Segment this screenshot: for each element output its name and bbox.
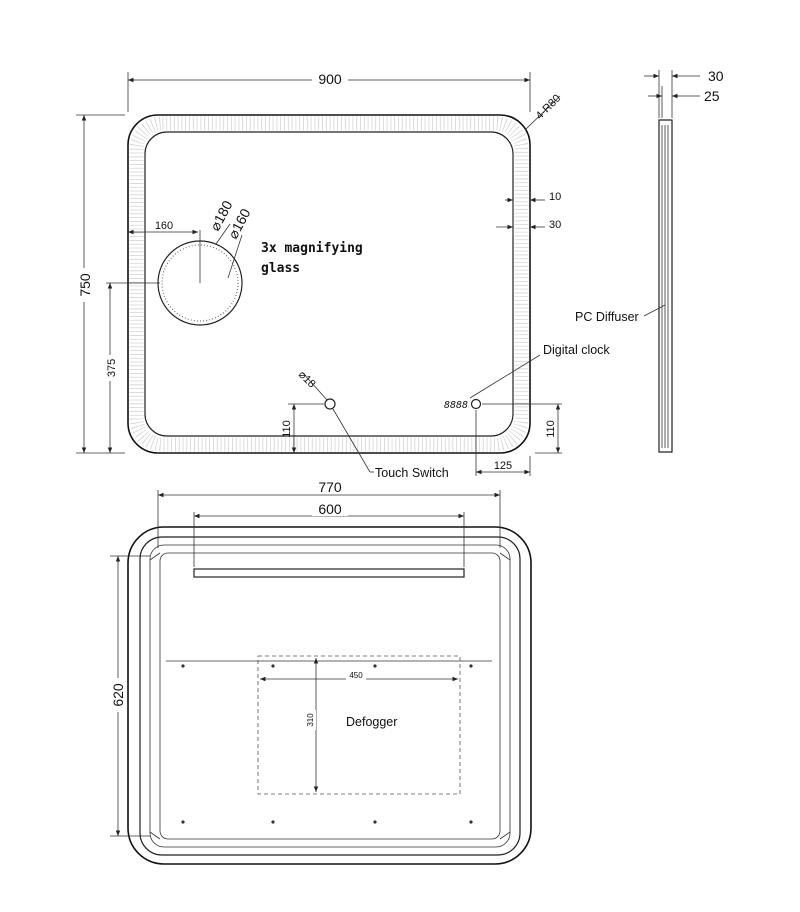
height-dimension: 750 — [77, 273, 93, 297]
side-depth-total: 30 — [708, 68, 724, 84]
led-strip — [193, 568, 465, 578]
touch-switch-icon — [324, 398, 336, 410]
border-inner-dimension: 30 — [549, 219, 561, 231]
back-height-dimension: 620 — [110, 683, 126, 707]
border-outer-dimension: 10 — [549, 191, 561, 203]
defogger-width-dimension: 450 — [349, 671, 363, 680]
mirror-inner-edge — [144, 131, 514, 437]
back-panel-edge-3 — [159, 552, 501, 840]
front-view: 900 750 4-R80 10 30 160 ⌀180 ⌀160 3x mag… — [74, 70, 610, 480]
magnifier-label-line2: glass — [261, 261, 300, 276]
clock-height-dimension: 110 — [545, 420, 557, 438]
magnifier-label-line1: 3x magnifying — [261, 241, 363, 256]
side-depth-body: 25 — [704, 88, 720, 104]
clock-sensor-icon — [470, 398, 482, 410]
defogger-height-dimension: 310 — [306, 713, 315, 727]
back-view: 770 600 620 450 310 Defogger — [108, 478, 532, 865]
back-panel-edge-1 — [139, 536, 521, 856]
magnifier-inner-circle — [161, 244, 239, 322]
width-dimension: 900 — [318, 71, 342, 87]
defogger-pad — [257, 655, 461, 795]
mount-point — [373, 664, 377, 668]
magnifier-height-dimension: 375 — [106, 359, 118, 377]
mount-point — [271, 664, 275, 668]
strip-width-dimension: 600 — [318, 501, 342, 517]
defogger-label: Defogger — [346, 715, 397, 729]
touch-switch-diameter: ⌀18 — [296, 369, 318, 391]
frosted-border-band — [129, 116, 529, 452]
mirror-outer-edge — [127, 114, 531, 454]
back-outer-edge — [127, 526, 532, 865]
mount-point — [373, 820, 377, 824]
side-view: 30 25 PC Diffuser — [575, 68, 724, 453]
magnifier-offset-dimension: 160 — [155, 220, 173, 232]
mount-point — [469, 664, 473, 668]
side-profile — [658, 119, 673, 453]
clock-display: 8888 — [444, 400, 468, 411]
touch-switch-label: Touch Switch — [375, 466, 449, 480]
corner-radius-label: 4-R80 — [534, 92, 564, 122]
clock-offset-dimension: 125 — [494, 460, 512, 472]
clock-label: Digital clock — [543, 343, 610, 357]
mount-point — [181, 820, 185, 824]
mount-point — [271, 820, 275, 824]
diffuser-label: PC Diffuser — [575, 310, 639, 324]
back-width-dimension: 770 — [318, 479, 342, 495]
mount-point — [181, 664, 185, 668]
touch-switch-height-dimension: 110 — [281, 420, 293, 438]
mount-point — [469, 820, 473, 824]
back-panel-edge-2 — [149, 544, 511, 848]
